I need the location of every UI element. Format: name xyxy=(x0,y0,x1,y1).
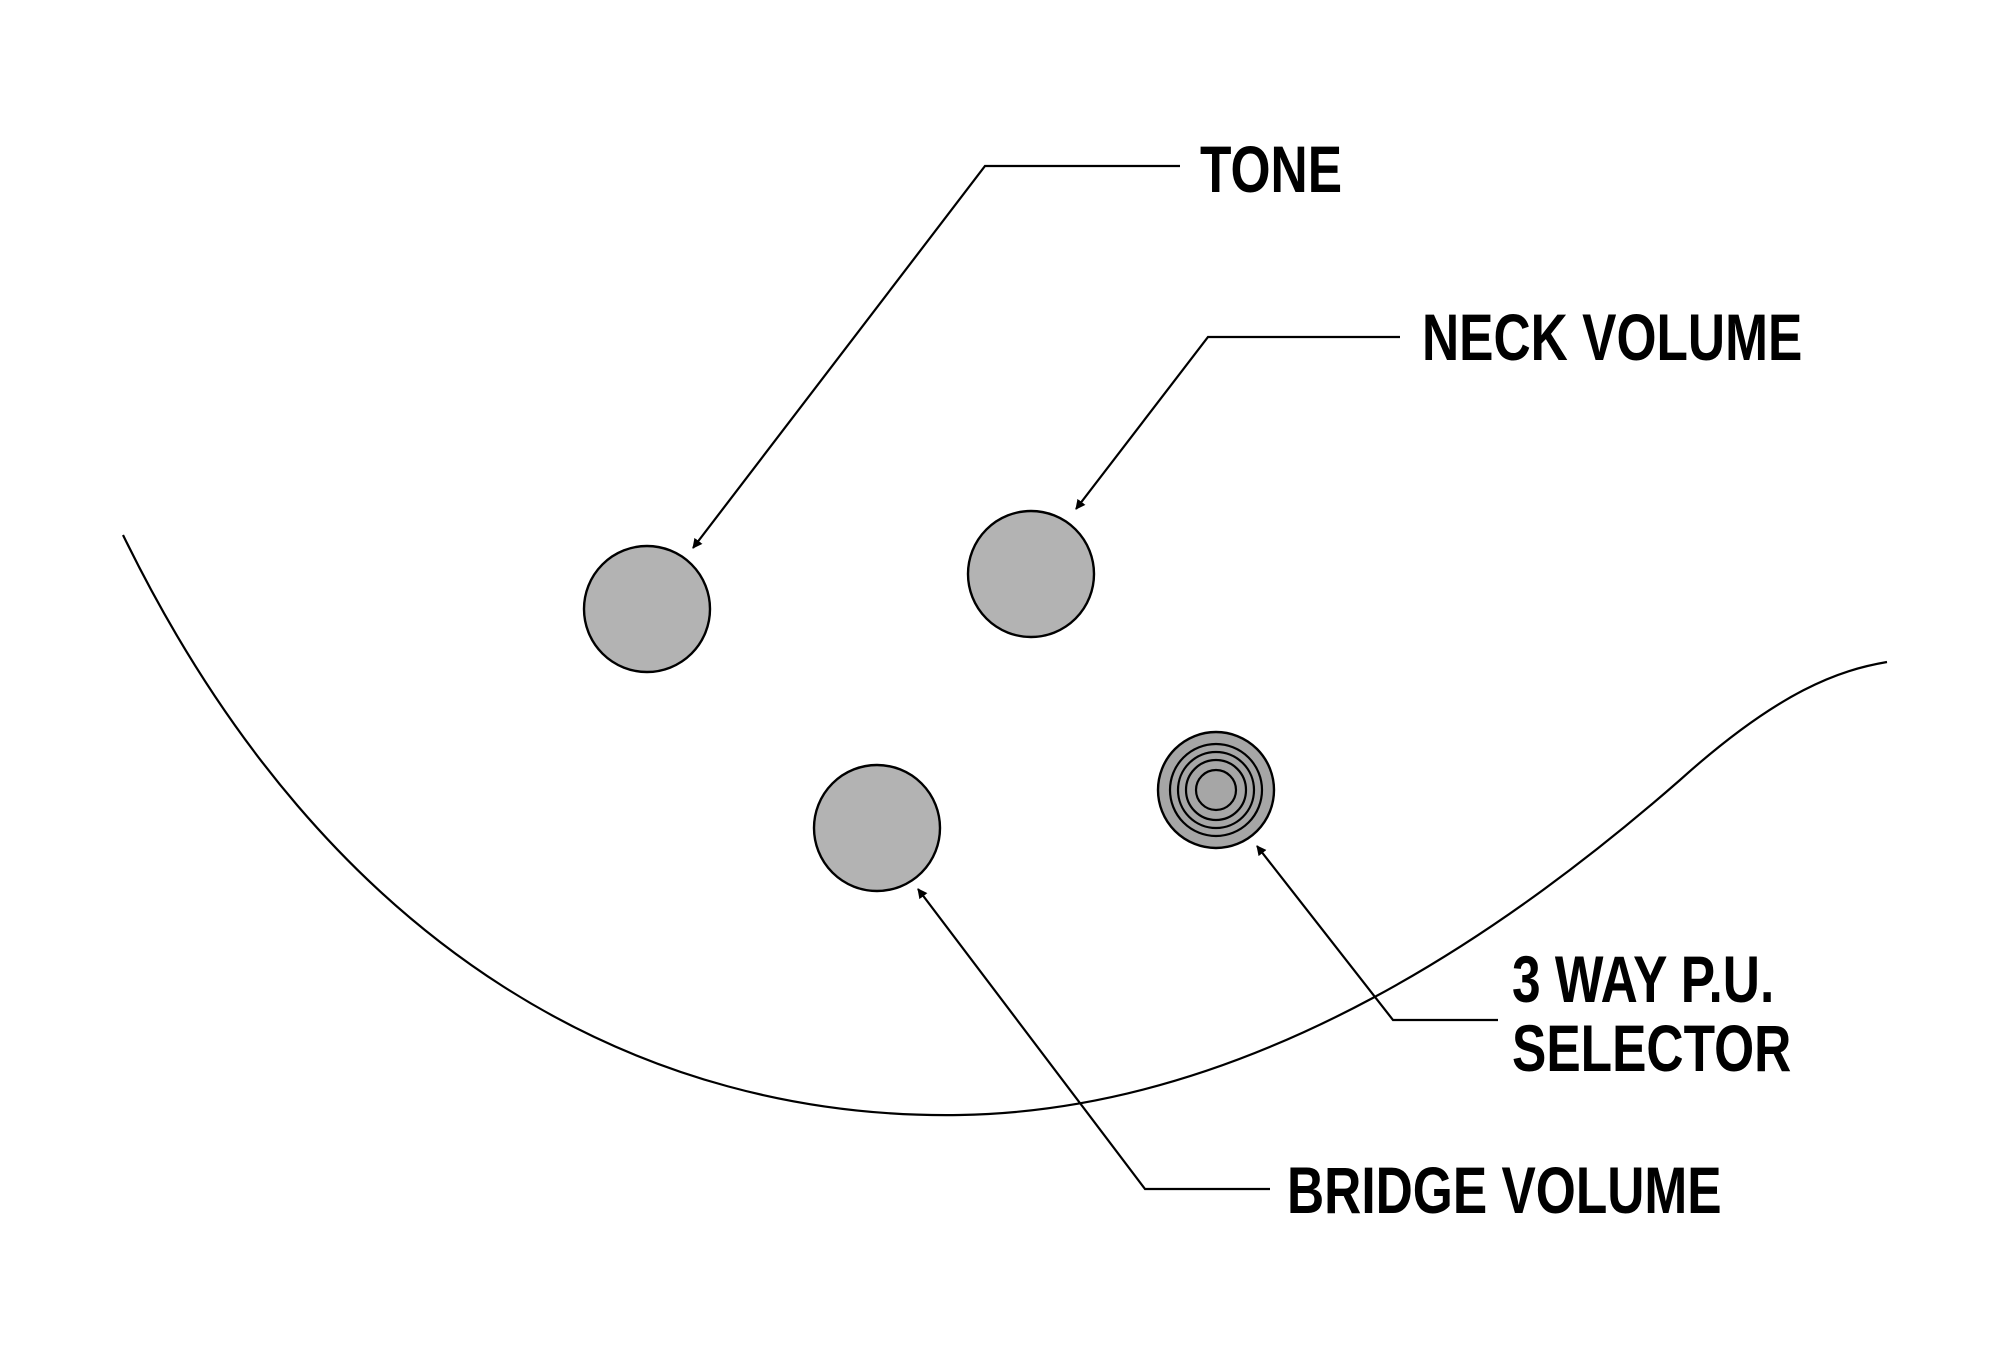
pu-selector-label-line1: 3 WAY P.U. xyxy=(1512,942,1774,1017)
tone-label: TONE xyxy=(1200,132,1342,207)
pickup-selector-switch xyxy=(1156,730,1276,850)
pu-selector-label-line2: SELECTOR xyxy=(1512,1011,1791,1086)
bridge-volume-knob xyxy=(812,763,942,893)
bridge-volume-leader-arrow xyxy=(917,888,1270,1191)
bridge-volume-label: BRIDGE VOLUME xyxy=(1287,1153,1722,1228)
neck-volume-leader-arrow xyxy=(1075,335,1400,510)
neck-volume-knob xyxy=(966,509,1096,639)
neck-volume-label: NECK VOLUME xyxy=(1422,300,1802,375)
tone-leader-arrow xyxy=(692,164,1180,549)
tone-knob xyxy=(582,544,712,674)
body-outline-curve xyxy=(122,534,1888,1117)
pu-selector-leader-arrow xyxy=(1256,845,1498,1022)
